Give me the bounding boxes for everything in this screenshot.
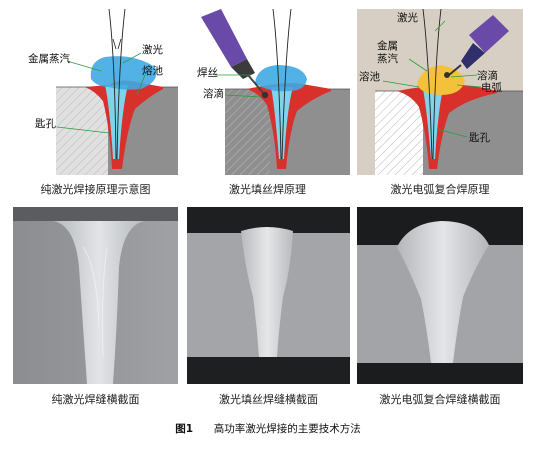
figure-title: 高功率激光焊接的主要技术方法	[213, 423, 361, 435]
figure-number: 图1	[175, 423, 194, 435]
laser-label: 激光	[142, 44, 163, 56]
hybrid-caption: 激光电弧复合焊原理	[390, 183, 490, 196]
hybrid-cross-section-photo	[357, 207, 523, 384]
hybrid-schematic	[357, 9, 523, 175]
filler-wire-schematic	[185, 9, 350, 175]
hybrid-laser-label: 激光	[397, 12, 418, 24]
pure-laser-cross-section-photo	[13, 207, 178, 384]
pure-laser-cross-section-caption: 纯激光焊缝横截面	[51, 393, 140, 406]
filler-wire-caption: 激光填丝焊原理	[229, 183, 306, 196]
pure-laser-caption: 纯激光焊接原理示意图	[40, 183, 151, 196]
hybrid-vapor-label: 金属 蒸汽	[377, 40, 398, 65]
pool-label: 熔池	[142, 65, 163, 77]
hybrid-arc-label: 电弧	[481, 82, 502, 94]
filler-wire-torch	[201, 9, 269, 99]
hybrid-diagram: 激光 金属 蒸汽 溶池 溶滴 电弧 匙孔	[357, 9, 523, 175]
keyhole-label: 匙孔	[35, 118, 56, 130]
arc-torch	[448, 15, 509, 76]
pure-laser-schematic	[13, 9, 178, 175]
pure-laser-diagram: 金属蒸汽 激光 熔池 匙孔	[13, 9, 178, 175]
filler-wire-diagram: 焊丝 溶滴	[185, 9, 350, 175]
hybrid-keyhole-label: 匙孔	[469, 132, 490, 144]
vapor-label: 金属蒸汽	[28, 53, 70, 65]
hybrid-droplet-label: 溶滴	[477, 70, 498, 82]
wire-label: 焊丝	[197, 67, 218, 79]
filler-wire-cross-section-caption: 激光填丝焊缝横截面	[219, 393, 318, 406]
filler-wire-cross-section-photo	[187, 207, 350, 384]
hybrid-pool-label: 溶池	[359, 71, 380, 83]
hybrid-cross-section-caption: 激光电弧复合焊缝横截面	[379, 393, 501, 406]
droplet-label: 溶滴	[203, 88, 224, 100]
figure-caption: 图1 高功率激光焊接的主要技术方法	[0, 421, 536, 436]
